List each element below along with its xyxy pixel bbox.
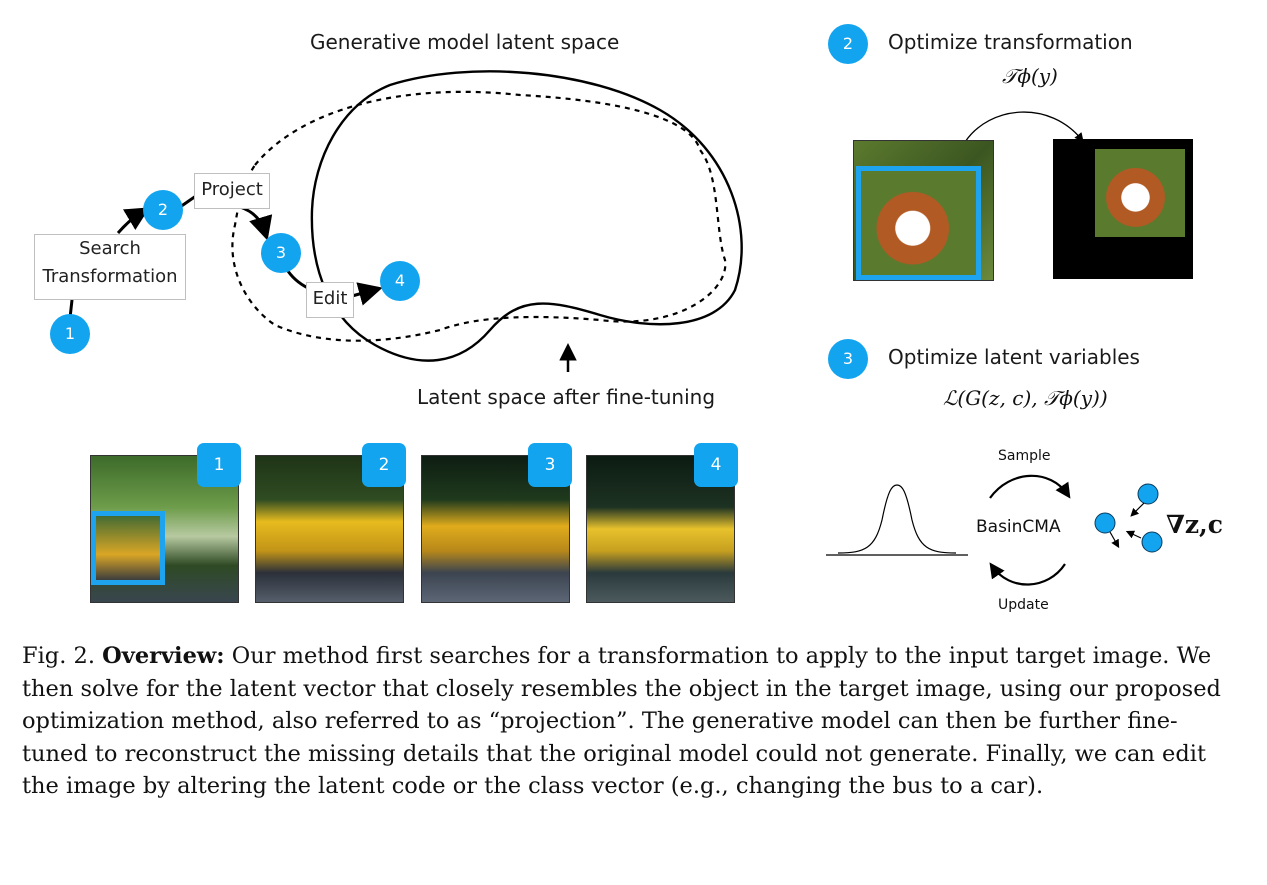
step-4-circle: 4 — [380, 261, 420, 301]
search-transformation-box: Search Transformation — [34, 234, 186, 300]
update-label: Update — [998, 597, 1049, 613]
search-box-line-2: Transformation — [42, 266, 178, 287]
arrow-box-to-2 — [116, 207, 150, 234]
step-2-circle: 2 — [143, 190, 183, 230]
crop-box — [91, 511, 165, 585]
panel3-circle: 3 — [828, 339, 868, 379]
latent-point-left — [1094, 512, 1116, 534]
arrow-project-to-3 — [239, 205, 273, 241]
latent-space-title: Generative model latent space — [310, 30, 620, 54]
thumbnail-4-badge: 4 — [694, 443, 738, 487]
thumbnail-1-badge: 1 — [197, 443, 241, 487]
original-latent-space-outline — [231, 90, 727, 342]
dog-crop-box — [856, 166, 981, 280]
transformed-dog-image — [1053, 139, 1193, 279]
panel3-formula: ℒ(G(z, c), 𝒯ϕ(y)) — [943, 386, 1108, 410]
basincma-diagram — [826, 474, 1163, 586]
panel2-title: Optimize transformation — [888, 30, 1133, 54]
figure-caption: Fig. 2. Overview: Our method first searc… — [22, 640, 1237, 803]
thumbnail-3-badge: 3 — [528, 443, 572, 487]
step-3-circle: 3 — [261, 233, 301, 273]
gaussian-curve — [837, 484, 957, 554]
finetuned-space-label: Latent space after fine-tuning — [417, 385, 716, 409]
project-box: Project — [194, 173, 270, 209]
sample-arrow — [989, 474, 1071, 499]
input-dog-image — [853, 140, 994, 281]
arrow-edit-to-4 — [351, 282, 383, 306]
sample-label: Sample — [998, 448, 1051, 464]
latent-point-bottom — [1141, 531, 1163, 553]
update-arrow — [989, 562, 1066, 586]
panel3-title: Optimize latent variables — [888, 345, 1140, 369]
panel2-circle: 2 — [828, 24, 868, 64]
step-1-circle: 1 — [50, 314, 90, 354]
panel2-formula: 𝒯ϕ(y) — [1002, 64, 1058, 88]
thumbnail-2-badge: 2 — [362, 443, 406, 487]
search-box-line-1: Search — [79, 238, 141, 259]
gradient-arrow-2 — [1109, 531, 1120, 549]
caption-text: Our method first searches for a transfor… — [22, 643, 1221, 799]
transform-arrow — [964, 111, 1084, 143]
finetuned-latent-space-outline — [310, 70, 743, 362]
transformed-crop — [1095, 149, 1185, 237]
gradient-label: ∇z,c — [1166, 510, 1223, 539]
thumbnail-1 — [90, 455, 239, 603]
edit-box: Edit — [306, 282, 354, 318]
gradient-arrow-3 — [1125, 530, 1142, 539]
caption-prefix: Fig. 2. — [22, 643, 95, 669]
latent-point-top — [1137, 483, 1159, 505]
caption-bold: Overview: — [102, 643, 225, 669]
gradient-arrow-1 — [1130, 502, 1145, 517]
basincma-label: BasinCMA — [976, 517, 1061, 537]
